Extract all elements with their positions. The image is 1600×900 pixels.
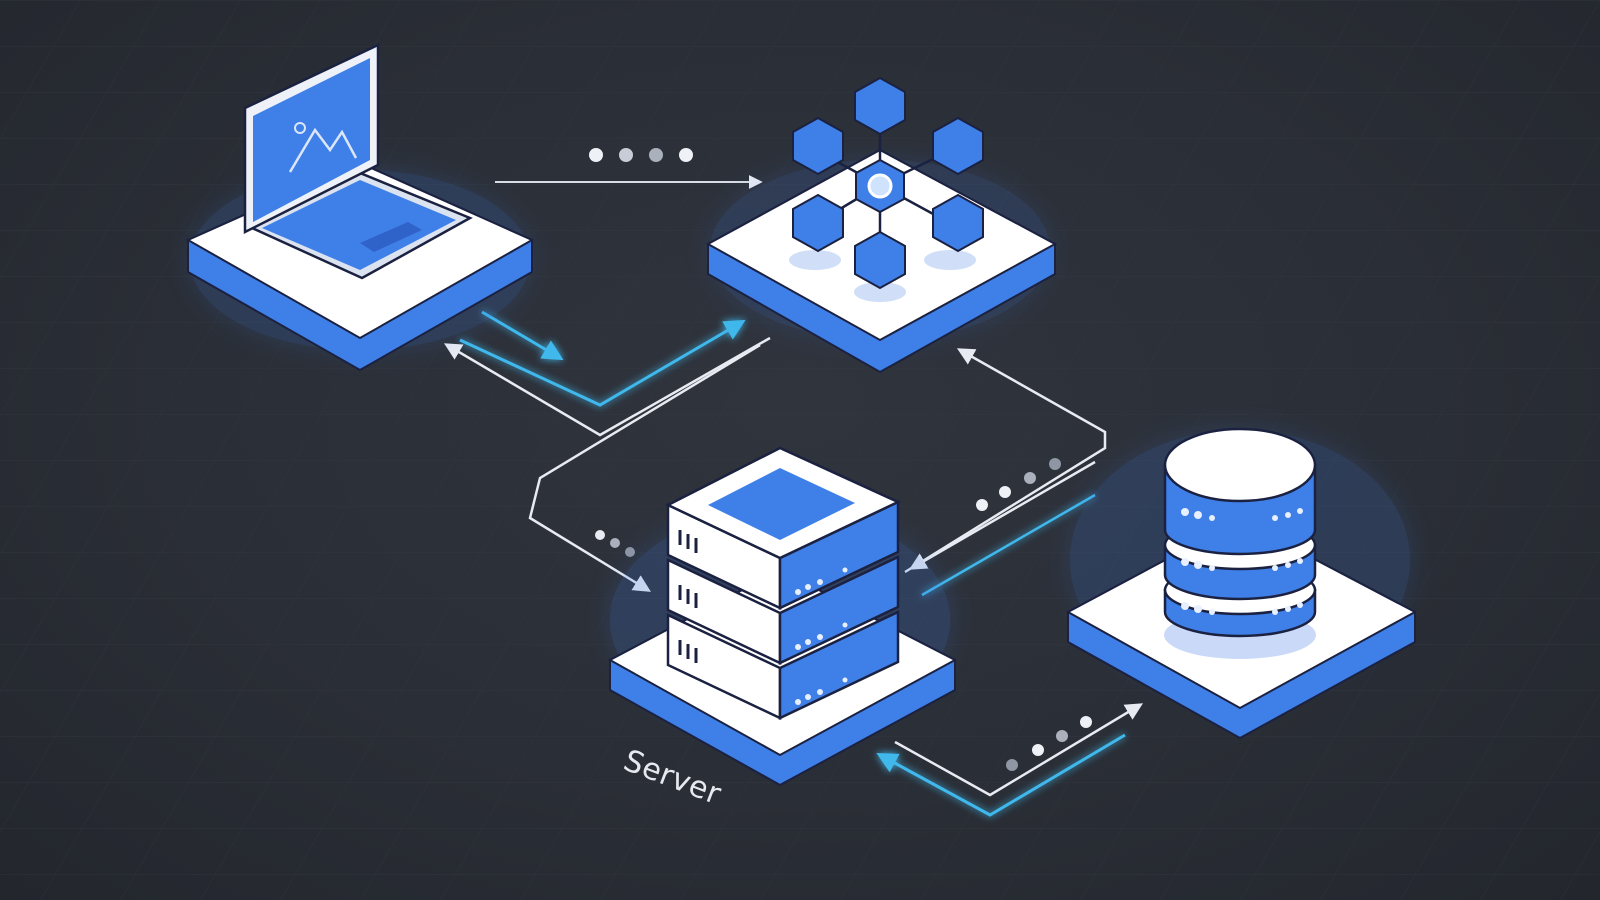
arrow-server-to-database xyxy=(894,703,1144,797)
arrow-server-to-network xyxy=(904,348,1107,574)
arrow-loop-to-server xyxy=(528,343,761,592)
database-icon xyxy=(1163,427,1317,659)
server-stack-icon xyxy=(665,446,901,720)
arrow-cyan-right xyxy=(921,493,1096,597)
packet-dots xyxy=(589,148,1092,771)
arrow-database-to-server xyxy=(876,733,1126,817)
database-node xyxy=(1065,427,1418,740)
arrow-network-to-laptop xyxy=(443,336,771,437)
hexagon-network-icon xyxy=(789,76,984,302)
server-node xyxy=(607,446,958,787)
connectors xyxy=(443,175,1144,817)
laptop-icon xyxy=(243,43,473,280)
network-node xyxy=(705,76,1058,374)
arrow-laptop-to-network-cyan xyxy=(481,310,564,361)
arrow-laptop-return-cyan xyxy=(459,319,746,407)
laptop-node xyxy=(185,43,535,372)
arrow-network-to-server xyxy=(908,460,1096,570)
